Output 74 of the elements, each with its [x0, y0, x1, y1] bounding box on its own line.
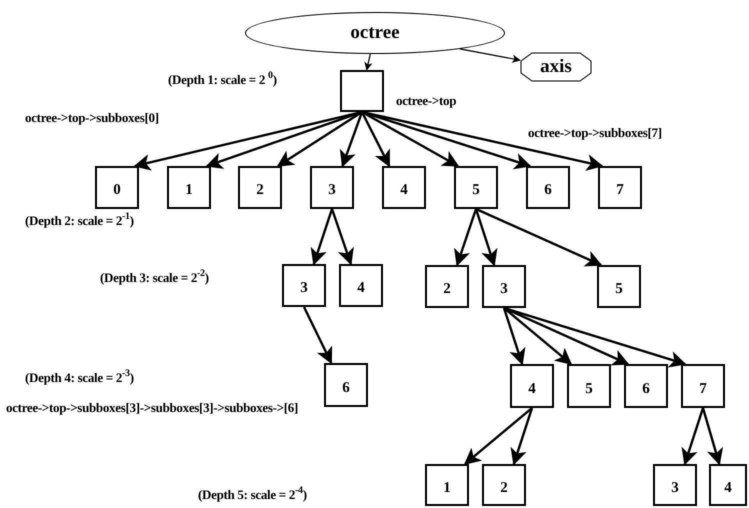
tree-node-box — [340, 70, 384, 112]
tree-node-box — [425, 265, 469, 308]
tree-node-box — [310, 166, 354, 209]
tree-node-box — [598, 166, 642, 209]
arrow — [330, 208, 354, 266]
arrow — [310, 208, 334, 266]
tree-node-box — [624, 364, 668, 408]
tree-node-box — [653, 464, 697, 506]
tree-node-box — [324, 363, 368, 407]
arrow — [340, 112, 364, 168]
node-label: 2 — [500, 478, 508, 496]
node-label: 7 — [699, 380, 707, 398]
pointer-path-label: octree->top->subboxes[7] — [528, 125, 662, 141]
node-label: 7 — [616, 181, 624, 199]
arrow — [464, 407, 533, 465]
node-label: 3 — [328, 181, 336, 199]
tree-node-box — [238, 166, 282, 209]
node-label: 4 — [528, 380, 536, 398]
tree-node-box — [454, 166, 498, 209]
node-label: 1 — [185, 181, 193, 199]
node-label: 5 — [585, 380, 593, 398]
node-label: 4 — [400, 181, 408, 199]
arrow — [682, 408, 704, 466]
arrow — [502, 308, 526, 366]
node-label: 4 — [724, 478, 732, 496]
tree-node-box — [567, 364, 611, 408]
node-caption: octree->top — [396, 93, 456, 109]
arrow — [276, 110, 363, 168]
depth-label: (Depth 3: scale = 2$^{-2}$) — [100, 270, 209, 286]
tree-node-box — [382, 166, 426, 209]
depth-label: (Depth 1: scale = 2 $^{0}$) — [168, 72, 277, 88]
node-label: 2 — [443, 280, 451, 298]
tree-node-box — [482, 464, 526, 506]
tree-node-box — [681, 364, 725, 408]
tree-node-box — [482, 265, 526, 308]
arrow — [360, 111, 390, 168]
octagon-node — [520, 52, 592, 82]
tree-node-box — [709, 464, 747, 506]
tree-node-box — [597, 265, 641, 308]
node-label: 3 — [500, 280, 508, 298]
pointer-path-label: octree->top->subboxes[3]->subboxes[3]->subboxes->[6] — [6, 400, 298, 416]
node-label: octree — [350, 22, 400, 44]
node-label: 6 — [544, 181, 552, 199]
tree-node-box — [339, 264, 383, 307]
tree-node-box — [167, 166, 211, 209]
tree-node-box — [510, 364, 554, 408]
node-label: 0 — [113, 181, 121, 199]
tree-node-box — [526, 166, 570, 209]
arrow — [460, 48, 521, 63]
depth-label: (Depth 4: scale = 2$^{-3}$) — [25, 370, 134, 386]
depth-label: (Depth 5: scale = 2$^{-4}$) — [198, 487, 307, 503]
arrow — [302, 306, 332, 364]
node-label: 6 — [642, 380, 650, 398]
arrow — [510, 408, 534, 466]
arrow — [474, 208, 498, 266]
node-label: 3 — [671, 478, 679, 496]
pointer-path-label: octree->top->subboxes[0] — [25, 110, 159, 126]
node-label: 2 — [256, 181, 264, 199]
node-label: axis — [540, 56, 572, 78]
tree-node-box — [95, 166, 139, 209]
arrow — [503, 307, 572, 365]
node-label: 1 — [443, 478, 451, 496]
arrow — [454, 208, 478, 266]
node-label: 5 — [615, 280, 623, 298]
node-label: 4 — [357, 279, 365, 297]
node-label: 3 — [300, 279, 308, 297]
arrow — [476, 208, 602, 266]
arrow — [364, 54, 372, 71]
depth-label: (Depth 2: scale = 2$^{-1}$) — [25, 213, 134, 229]
node-label: 5 — [472, 181, 480, 199]
tree-node-box — [425, 464, 469, 506]
arrow — [702, 408, 724, 466]
node-label: 6 — [342, 378, 350, 396]
tree-node-box — [282, 264, 326, 307]
